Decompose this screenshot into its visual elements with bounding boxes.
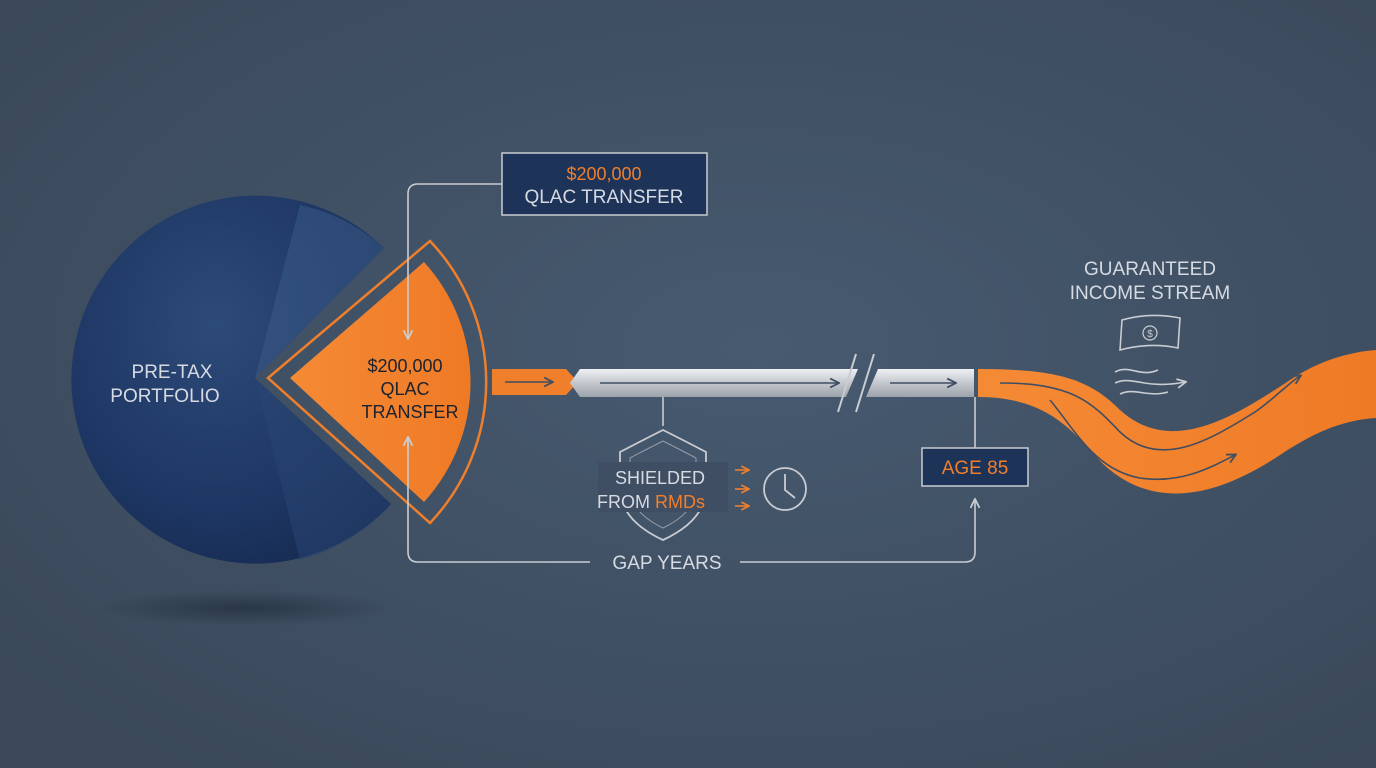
timeline-break-marks (837, 353, 875, 413)
wedge-outline (266, 239, 488, 525)
gap-years-label: GAP YEARS (612, 553, 721, 574)
wedge-line2: QLAC (380, 379, 429, 399)
wind-arrow-icon (1114, 368, 1185, 395)
gap-bracket-left (407, 436, 590, 563)
income-stream (978, 350, 1376, 494)
age-label: AGE 85 (942, 458, 1009, 479)
pie-shadow (95, 590, 395, 626)
pie-chart-icon (71, 195, 391, 564)
callout-connector (408, 183, 502, 338)
money-bill-icon: $ (1119, 314, 1181, 352)
callout-box (501, 152, 708, 216)
callout-label: QLAC TRANSFER (524, 187, 683, 208)
income-stream-arrow-1 (999, 376, 1300, 451)
age-box (921, 447, 1029, 487)
clock-icon (763, 467, 807, 511)
wedge-line3: TRANSFER (361, 402, 458, 422)
shield-line2-prefix: FROM (597, 492, 650, 512)
pie-shade-slice (255, 378, 391, 560)
pie-highlight-slice (255, 205, 384, 378)
callout-amount: $200,000 (566, 164, 641, 184)
portfolio-label-line1: PRE-TAX (132, 362, 213, 383)
wedge-amount: $200,000 (367, 356, 442, 376)
income-stream-arrow-2 (1049, 399, 1235, 481)
svg-text:$: $ (1147, 329, 1153, 340)
portfolio-label-line2: PORTFOLIO (110, 386, 219, 407)
qlac-wedge (290, 262, 471, 502)
shield-line2-accent: RMDs (655, 492, 705, 512)
income-line2: INCOME STREAM (1070, 283, 1230, 304)
income-line1: GUARANTEED (1084, 259, 1216, 280)
shield-line1: SHIELDED (615, 468, 705, 488)
shield-text-backdrop (598, 462, 728, 512)
gap-bracket-right (740, 500, 975, 563)
